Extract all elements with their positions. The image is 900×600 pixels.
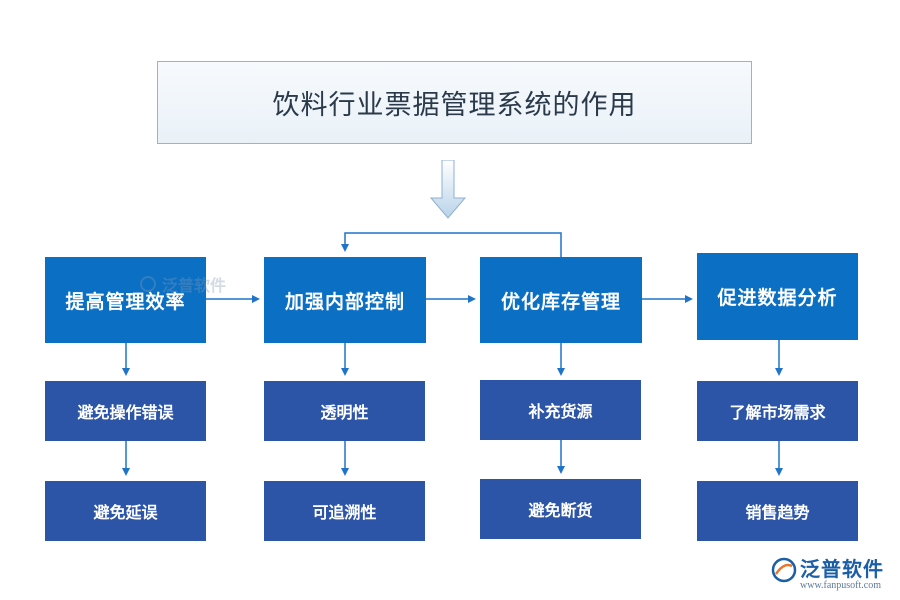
node-item-2-2: 可追溯性: [264, 481, 425, 541]
watermark: 泛普软件: [140, 272, 226, 296]
diagram-title: 饮料行业票据管理系统的作用: [157, 61, 752, 144]
node-item-3-1: 补充货源: [480, 380, 641, 440]
node-item-4-2: 销售趋势: [697, 481, 858, 541]
brand-name: 泛普软件: [800, 557, 884, 581]
brand-logo: 泛普软件 www.fanpusoft.com: [770, 552, 895, 596]
node-item-4-1: 了解市场需求: [697, 381, 858, 441]
node-heading-2: 加强内部控制: [264, 257, 426, 343]
node-item-1-2: 避免延误: [45, 481, 206, 541]
node-item-3-2: 避免断货: [480, 479, 641, 539]
brand-url: www.fanpusoft.com: [800, 580, 882, 591]
watermark-logo-icon: [140, 276, 156, 292]
brand-swirl-icon: [771, 557, 797, 583]
node-heading-1: 提高管理效率: [45, 257, 206, 343]
down-arrow-icon: [430, 160, 466, 219]
bracket-connector: [341, 232, 562, 257]
node-item-1-1: 避免操作错误: [45, 381, 206, 441]
node-item-2-1: 透明性: [264, 381, 425, 441]
node-heading-4: 促进数据分析: [697, 253, 858, 340]
watermark-text: 泛普软件: [162, 276, 227, 295]
node-heading-3: 优化库存管理: [480, 257, 642, 343]
